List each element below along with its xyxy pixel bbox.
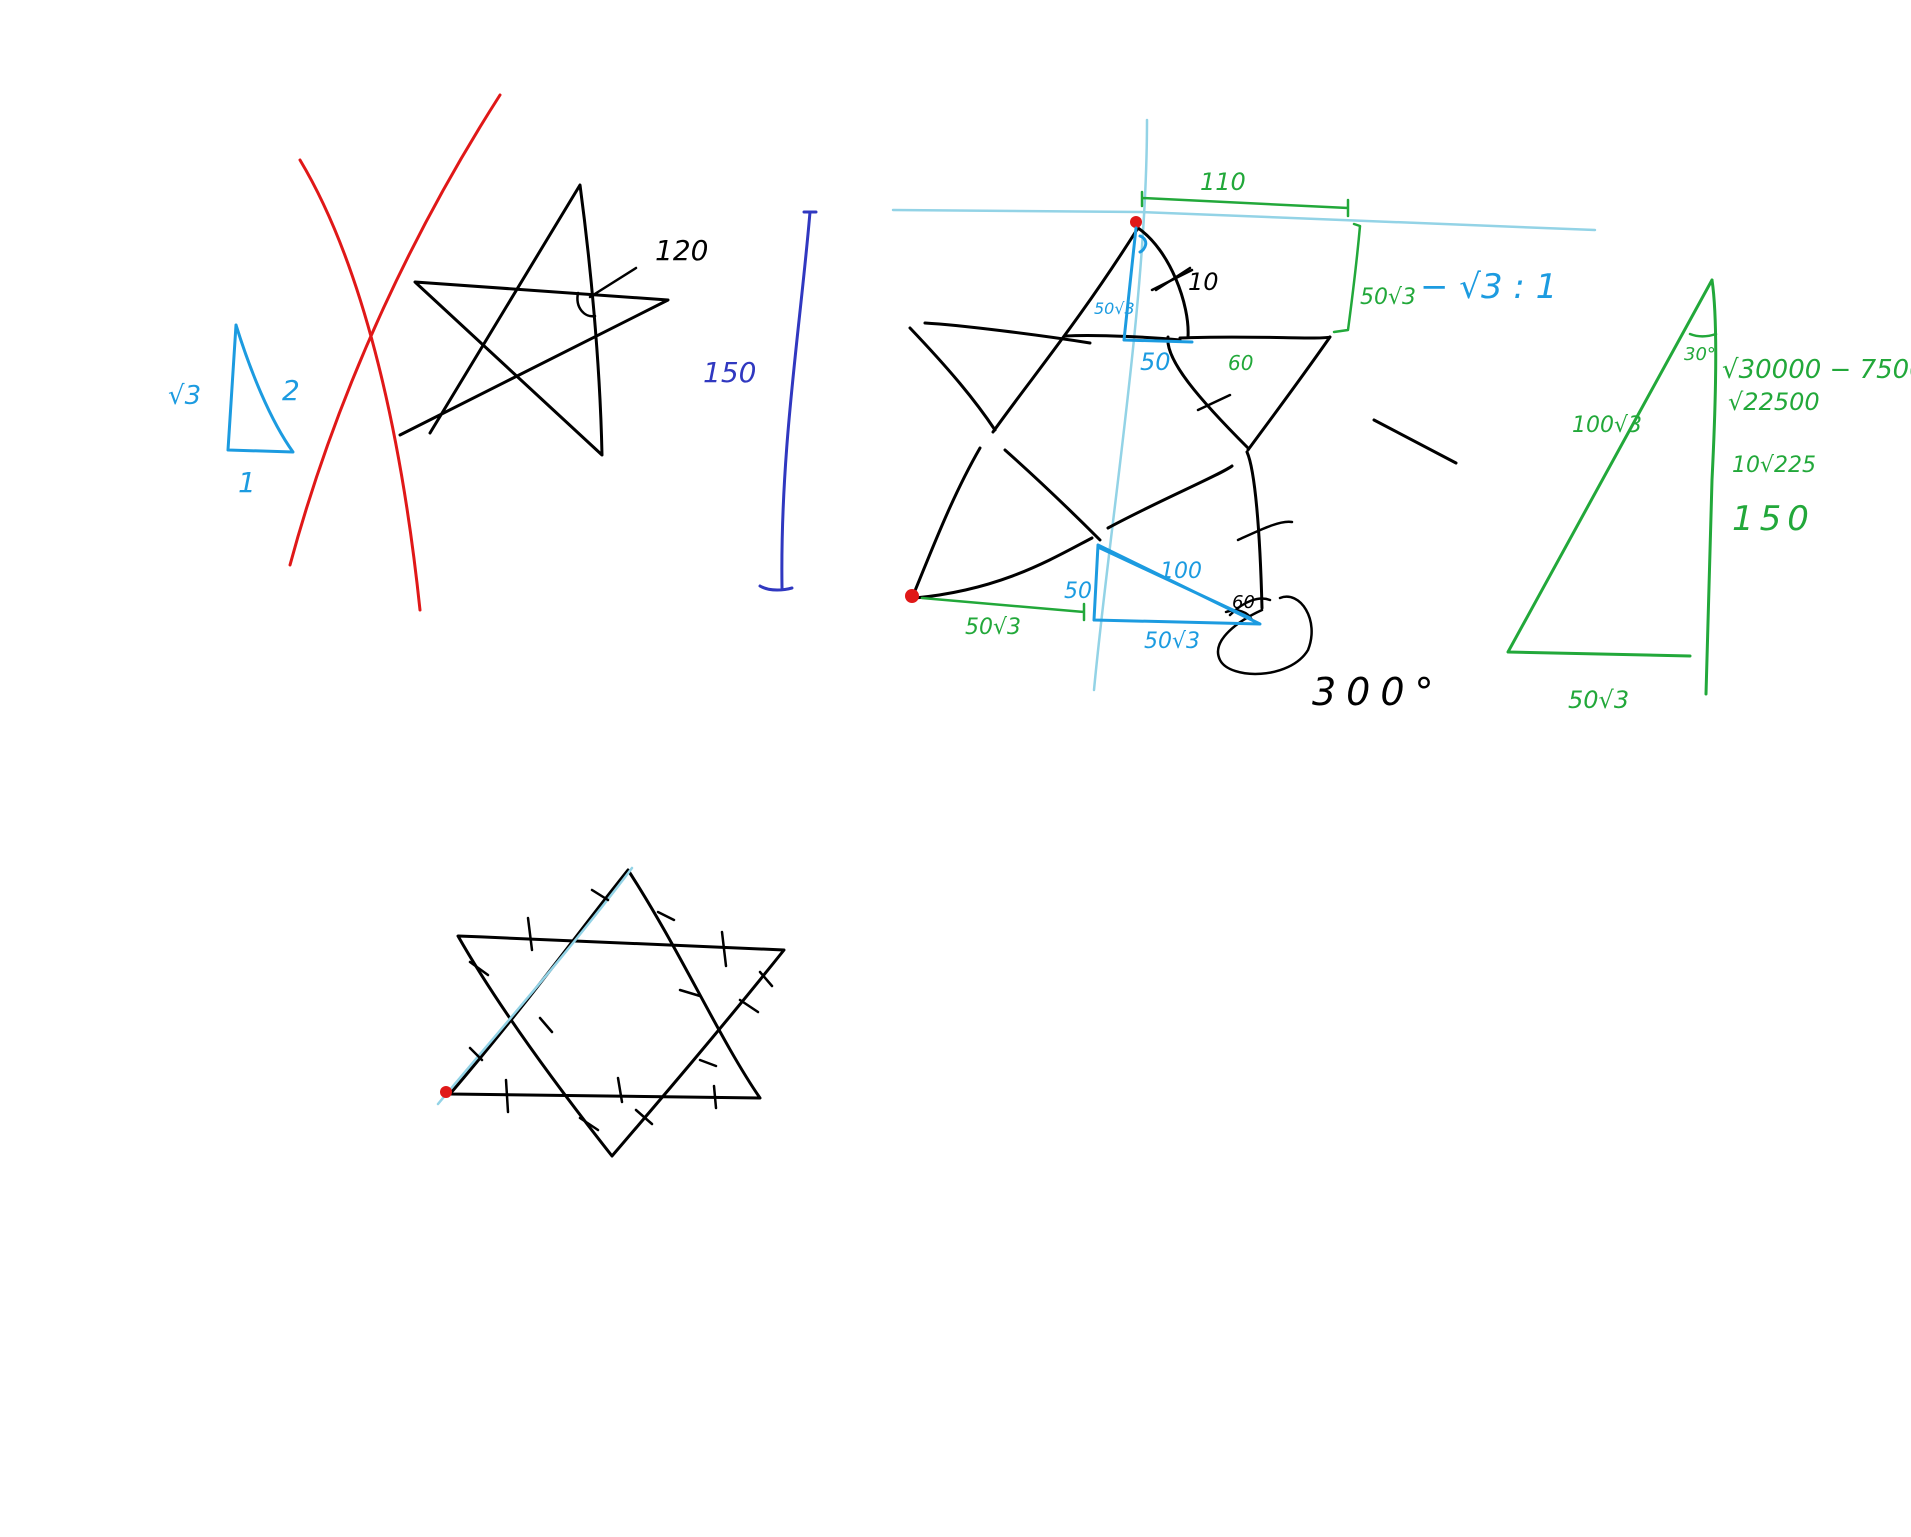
stray-stroke [1372, 418, 1458, 465]
big-base-label: 50√3 [1568, 686, 1629, 714]
guide-line-horizontal [891, 208, 1597, 232]
small-blue-triangle [226, 323, 295, 454]
green-dim-110 [1140, 190, 1350, 218]
red-curve-2 [288, 93, 502, 567]
dimension-bar-150 [758, 210, 818, 592]
small-tri-sqrt3-label: √3 [168, 381, 201, 411]
hexagram-vertex-dot [440, 1086, 452, 1098]
big-green-triangle [1506, 278, 1718, 696]
blue-bottom-triangle [1092, 543, 1262, 626]
hexagram-triangle-down [456, 934, 786, 1158]
angle-10-label: 10 [1188, 268, 1219, 296]
small-pentagram-angle-arc [576, 291, 597, 318]
total-300-label: 300° [1312, 670, 1444, 714]
small-pentagram-tick [588, 266, 638, 299]
red-curve-1 [298, 158, 422, 612]
ratio-label: − √3 : 1 [1420, 267, 1557, 307]
green-dim-vertical [1332, 222, 1362, 334]
seg-60-label: 60 [1228, 351, 1253, 375]
top-50sqrt3-label: 50√3 [1360, 285, 1416, 310]
small-pentagram [398, 183, 670, 457]
small-tri-1-label: 1 [238, 466, 256, 499]
base-50sqrt3-right-label: 50√3 [1144, 629, 1200, 654]
blue-top-triangle [1122, 226, 1194, 344]
hexagram-triangle-up [448, 868, 762, 1100]
vertex-dot-top [1130, 216, 1142, 228]
guide-line-vertical [1092, 118, 1149, 692]
calc-line-1: √30000 − 7500 [1722, 355, 1911, 385]
inner-50sqrt3-label: 50√3 [1094, 299, 1135, 318]
angle-120-label: 120 [655, 234, 708, 267]
hyp-100-label: 100 [1160, 559, 1202, 584]
big-100sqrt3-label: 100√3 [1572, 413, 1642, 438]
angle-10-tick [1150, 268, 1194, 292]
inner-50-label: 50 [1064, 579, 1092, 604]
dim-110-label: 110 [1200, 168, 1246, 196]
seg-50-label: 50 [1140, 348, 1171, 376]
big-30deg-label: 30° [1684, 344, 1716, 365]
large-pentagram-edges [908, 226, 1332, 610]
calc-line-3: 10√225 [1732, 453, 1816, 478]
vertex-dot-left [905, 589, 919, 603]
angle-loop-300 [1216, 595, 1313, 676]
hexagram-ticks [468, 888, 774, 1132]
calc-line-2: √22500 [1728, 388, 1820, 416]
angle-60-label: 60 [1232, 592, 1255, 613]
pentagram-tick-1 [1154, 266, 1294, 542]
base-50sqrt3-left-label: 50√3 [965, 615, 1021, 640]
calc-line-4: 150 [1732, 499, 1815, 539]
small-tri-2-label: 2 [282, 374, 300, 407]
big-tri-30-arc [1688, 332, 1718, 338]
green-dim-bottom [920, 596, 1086, 622]
dim-150-label: 150 [703, 356, 756, 389]
